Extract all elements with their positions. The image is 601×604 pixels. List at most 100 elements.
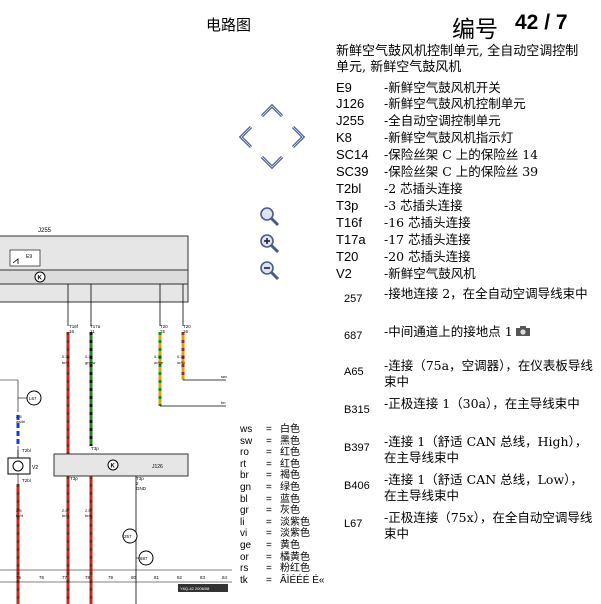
scale-tick: 80	[131, 575, 137, 580]
ground-687-label: 687	[140, 556, 148, 561]
legend-item: SC39-保险丝架 C 上的保险丝 39	[336, 164, 539, 179]
t3p-label-a: T3p	[91, 446, 99, 451]
k-indicator-icon	[107, 459, 119, 471]
legend-item: E9-新鲜空气鼓风机开关	[336, 80, 501, 95]
scale-tick: 76	[39, 575, 45, 580]
legend-item: T17a-17 芯插头连接	[336, 232, 471, 247]
wire-color-label: gn/sw	[85, 360, 96, 365]
magnifier-icon[interactable]	[259, 206, 281, 228]
ground-687	[138, 550, 154, 566]
j255-label: J255	[38, 228, 52, 234]
camera-icon[interactable]	[515, 325, 531, 337]
l67-label: L67	[29, 396, 37, 401]
svg-text:K: K	[38, 276, 43, 282]
j255-module	[0, 235, 189, 303]
color-key-row: vi=淡紫色	[240, 528, 310, 540]
color-key-row: li=淡紫色	[240, 516, 310, 528]
wire-color-label: br/rt	[85, 513, 93, 518]
wire-gauge: 2.5	[85, 508, 91, 513]
legend-item: J255-全自动空调控制单元	[336, 113, 501, 128]
legend-item: B397-连接 1（舒适 CAN 总线，High），在主导线束中	[344, 434, 588, 465]
right-label-sec: sec	[221, 374, 227, 379]
color-key-row: tk=ÂÌÉÉÉ É«	[240, 574, 325, 586]
zoom-out-icon[interactable]	[259, 260, 281, 282]
wire-gauge: 0.35	[177, 354, 186, 359]
legend-item: T20-20 芯插头连接	[336, 249, 471, 264]
wire-gauge: 2.5	[16, 414, 22, 419]
doc-code: Y6Q-42 2006/08	[180, 586, 210, 591]
k8-indicator-icon	[34, 271, 46, 283]
wire-color-label: or/ge	[154, 360, 164, 365]
wire-gauge: 2.5	[16, 508, 22, 513]
scale-tick: 79	[108, 575, 114, 580]
legend-item: 257-接地连接 2，在全自动空调导线束中	[344, 286, 588, 305]
t2bl-label-b: T2bl	[22, 478, 31, 483]
j255-bus	[0, 269, 189, 285]
scale-tick: 77	[62, 575, 68, 580]
scale-tick: 83	[200, 575, 206, 580]
right-label-tm: tm	[221, 400, 226, 405]
page-number: 42 / 7	[515, 11, 568, 34]
zoom-in-icon[interactable]	[259, 233, 281, 255]
color-key-row: gn=绿色	[240, 481, 300, 493]
arrow-down-icon[interactable]	[260, 154, 284, 170]
wire-gauge: 2.5	[62, 508, 68, 513]
switch-symbol-icon	[12, 258, 19, 264]
color-key-row: ro=红色	[240, 447, 300, 459]
scale-tick: 75	[16, 575, 22, 580]
legend-item: B315-正极连接 1（30a），在主导线束中	[344, 396, 580, 416]
color-key-row: rs=粉红色	[240, 563, 310, 575]
blower-motor-icon	[12, 460, 24, 472]
legend-item: V2-新鲜空气鼓风机	[336, 266, 476, 281]
legend-item: T16f-16 芯插头连接	[336, 215, 471, 230]
legend-item: T3p-3 芯插头连接	[336, 198, 463, 213]
diagram-description: 新鲜空气鼓风机控制单元, 全自动空调控制单元, 新鲜空气鼓风机	[336, 44, 579, 75]
arrow-left-icon[interactable]	[238, 125, 254, 149]
wire-color-label: br/rt	[62, 513, 70, 518]
j126-module	[53, 453, 189, 477]
v2-label: V2	[32, 465, 38, 471]
scale-tick: 78	[85, 575, 91, 580]
color-key-row: sw=黑色	[240, 435, 300, 447]
scale-tick: 81	[154, 575, 160, 580]
svg-text:K: K	[111, 464, 116, 470]
wire-color-label: ws/bl	[16, 419, 25, 424]
e9-switch	[9, 249, 41, 267]
wire-color-label: or/br	[177, 360, 186, 365]
arrow-up-icon[interactable]	[260, 103, 284, 119]
scale-tick: 82	[177, 575, 183, 580]
scale-tick: 84	[222, 575, 228, 580]
legend-item: 687-中间通道上的接地点 1	[336, 322, 596, 346]
wire-color-label: br/rt	[62, 360, 70, 365]
legend-item: T2bl-2 芯插头连接	[336, 181, 463, 196]
legend-item: A65-连接（75a，空调器），在仪表板导线束中	[344, 358, 593, 389]
color-key-row: br=褐色	[240, 470, 300, 482]
ground-257	[122, 528, 138, 544]
legend-item: K8-新鲜空气鼓风机指示灯	[336, 130, 514, 145]
wire-gauge: 0.35	[62, 354, 71, 359]
legend-item: J126-新鲜空气鼓风机控制单元	[336, 96, 526, 111]
color-key-row: or=橘黄色	[240, 551, 310, 563]
color-key-row: ws=白色	[240, 424, 300, 435]
color-key-row: ge=黄色	[240, 539, 300, 551]
page-title: 电路图	[206, 16, 252, 34]
ground-257-label: 257	[124, 534, 132, 539]
legend-item: SC14-保险丝架 C 上的保险丝 14	[336, 147, 539, 162]
wire-gauge: 0.35	[85, 354, 94, 359]
j126-label: J126	[152, 464, 163, 470]
wire-color-key: ws=白色 sw=黑色 ro=红色 rt=红色 br=褐色 gn=绿色 bl=蓝…	[240, 424, 324, 586]
doc-code-badge	[178, 584, 228, 592]
t3p-label-b: T3p	[70, 476, 78, 481]
t2bl-label-a: T2bl	[22, 448, 31, 453]
arrow-right-icon[interactable]	[290, 125, 306, 149]
legend-item: L67-正极连接（75x），在全自动空调导线束中	[344, 510, 593, 541]
e9-label: E9	[26, 254, 32, 260]
legend-item: B406-连接 1（舒适 CAN 总线，Low），在主导线束中	[344, 472, 583, 503]
wire-color-label: br/rt	[16, 513, 24, 518]
